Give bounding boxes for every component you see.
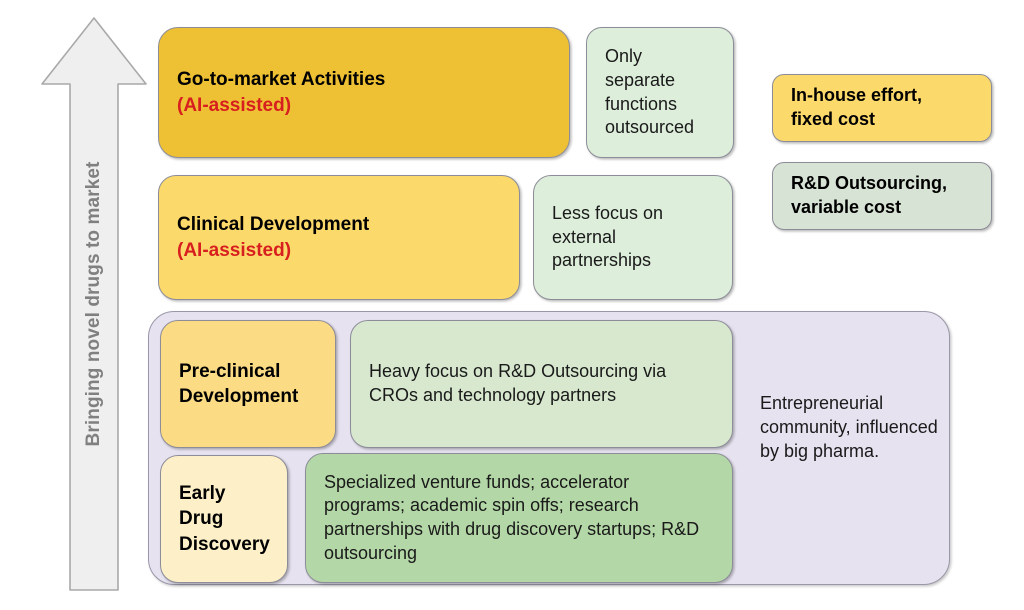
- note-go-to-market[interactable]: Only separate functions outsourced: [586, 27, 734, 158]
- stage-go-to-market-ai-note: (AI-assisted): [177, 94, 292, 116]
- stage-early-drug-discovery[interactable]: Early Drug Discovery: [160, 455, 288, 583]
- stage-pre-clinical-development-title: Pre-clinical Development: [179, 360, 299, 407]
- stage-clinical-development-title: Clinical Development: [177, 214, 370, 236]
- note-early-drug-text: Specialized venture funds; accelerator p…: [324, 471, 700, 563]
- legend-rnd-outsourcing-line1: R&D Outsourcing,: [791, 173, 947, 194]
- legend-rnd-outsourcing-line2: variable cost: [791, 197, 902, 217]
- note-pre-clinical[interactable]: Heavy focus on R&D Outsourcing via CROs …: [350, 320, 733, 448]
- legend-rnd-outsourcing[interactable]: R&D Outsourcing, variable cost: [772, 162, 992, 230]
- note-clinical[interactable]: Less focus on external partnerships: [533, 175, 733, 300]
- stage-go-to-market[interactable]: Go-to-market Activities (AI-assisted): [158, 27, 570, 158]
- legend-in-house-effort-text: In-house effort, fixed cost: [773, 84, 940, 132]
- up-arrow-icon: [41, 17, 147, 591]
- ecosystem-label: Entrepreneurial community, influenced by…: [760, 393, 938, 461]
- progression-arrow: Bringing novel drugs to market: [38, 14, 150, 594]
- note-pre-clinical-text: Heavy focus on R&D Outsourcing via CROs …: [369, 361, 667, 405]
- note-clinical-text: Less focus on external partnerships: [552, 202, 664, 271]
- legend-in-house-effort[interactable]: In-house effort, fixed cost: [772, 74, 992, 142]
- note-early-drug[interactable]: Specialized venture funds; accelerator p…: [305, 453, 733, 583]
- legend-in-house-effort-line2: fixed cost: [791, 109, 876, 129]
- legend-in-house-effort-line1: In-house effort,: [791, 85, 922, 106]
- stage-clinical-development[interactable]: Clinical Development (AI-assisted): [158, 175, 520, 300]
- legend-rnd-outsourcing-text: R&D Outsourcing, variable cost: [773, 172, 965, 220]
- stage-clinical-development-text: Clinical Development (AI-assisted): [159, 212, 387, 262]
- stage-go-to-market-text: Go-to-market Activities (AI-assisted): [159, 67, 403, 117]
- axis-label: Bringing novel drugs to market: [83, 161, 104, 447]
- stage-go-to-market-title: Go-to-market Activities: [177, 69, 386, 91]
- stage-pre-clinical-development[interactable]: Pre-clinical Development: [160, 320, 336, 448]
- note-go-to-market-text: Only separate functions outsourced: [605, 46, 695, 138]
- stage-clinical-development-ai-note: (AI-assisted): [177, 239, 292, 261]
- stage-early-drug-discovery-title: Early Drug Discovery: [179, 483, 270, 555]
